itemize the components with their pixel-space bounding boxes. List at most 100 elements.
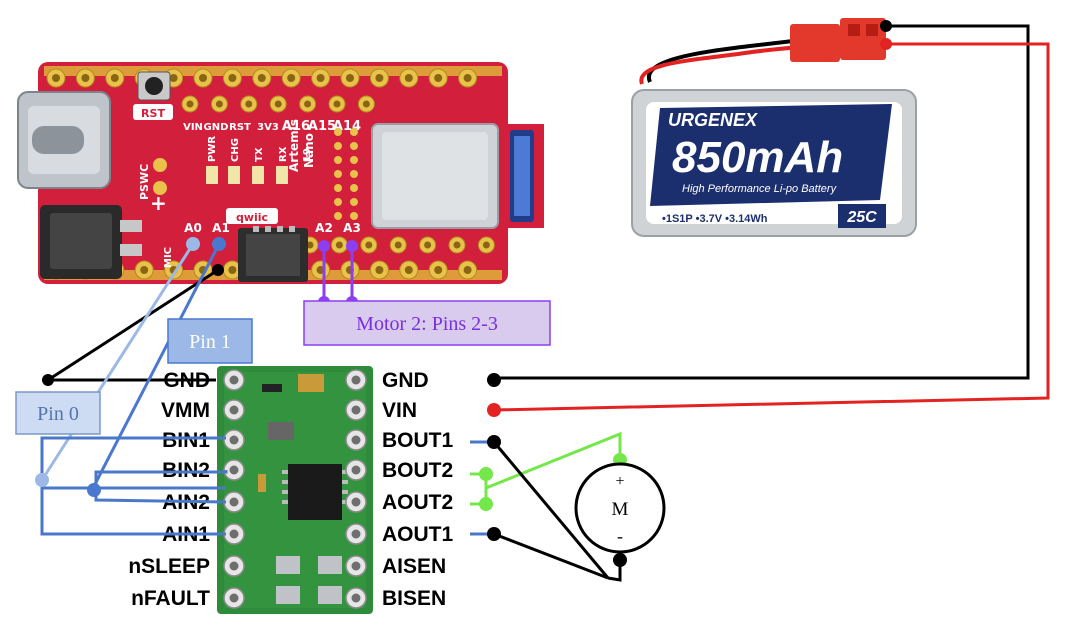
- junction-dot: [487, 403, 501, 417]
- top-pin-label: 3V3: [257, 122, 279, 133]
- driver-left-pin-label: VMM: [161, 399, 210, 422]
- junction-dot: [42, 374, 54, 386]
- pin1-callout-box: [167, 318, 253, 364]
- header-pad-hole: [434, 74, 443, 82]
- header-pad-hole: [169, 74, 178, 82]
- battery-jst-plug: [790, 18, 886, 62]
- board-top-edge: [44, 66, 502, 76]
- driver-pad-hole: [229, 375, 239, 385]
- pin0-callout-text: Pin 0: [37, 403, 79, 425]
- driver-smd: [258, 474, 266, 492]
- pin1-wire: [90, 243, 221, 491]
- header-pad-hole: [81, 74, 90, 82]
- driver-pad-hole: [229, 435, 239, 445]
- top-pin-label: RST: [229, 122, 251, 133]
- driver-chip: [288, 464, 342, 520]
- bin2-wire: [94, 470, 228, 490]
- matrix-pad: [334, 170, 342, 178]
- driver-pad-hole: [351, 497, 361, 507]
- matrix-pad: [334, 142, 342, 150]
- mic-label: MIC: [163, 247, 174, 268]
- driver-smd: [268, 422, 294, 440]
- driver-chip-legs: [282, 470, 348, 504]
- driver-right-pin-label: BOUT2: [382, 459, 453, 482]
- matrix-pad: [350, 142, 358, 150]
- battery-tagline: High Performance Li-po Battery: [682, 183, 838, 195]
- driver-pad-hole: [229, 529, 239, 539]
- rst-badge: [133, 104, 173, 120]
- pswc-label: PSWC: [138, 164, 151, 200]
- battery-label-bg: [650, 104, 892, 206]
- motor2-callout-text: Motor 2: Pins 2-3: [356, 313, 498, 335]
- battery-rating-bg: [838, 204, 886, 228]
- bottom-pin-label: A0: [184, 221, 202, 235]
- header-pad-hole: [228, 74, 237, 82]
- motor2-callout: Motor 2: Pins 2-3: [303, 300, 551, 346]
- qwiic-label: qwiic: [236, 211, 268, 224]
- top-pin-label: A15: [308, 119, 336, 134]
- motor-plus-wire: [485, 431, 622, 490]
- driver-right-pin-label: BISEN: [382, 587, 446, 610]
- pin0-wire: [40, 243, 195, 481]
- junction-dot: [487, 435, 501, 449]
- led-label: RX: [278, 146, 289, 162]
- pin1-callout-text: Pin 1: [189, 331, 231, 353]
- pin1-callout: Pin 1: [167, 318, 253, 364]
- header-pad-hole: [424, 241, 432, 249]
- junction-dot: [479, 497, 493, 511]
- led-label: 19: [302, 148, 313, 162]
- top-pin-label: GND: [204, 122, 229, 133]
- header-pad-hole: [140, 266, 149, 274]
- header-pad-hole: [306, 241, 314, 249]
- top-pin-label: A16: [282, 119, 310, 134]
- matrix-pad: [350, 184, 358, 192]
- usb-c-connector: [17, 91, 111, 189]
- header-pad-hole: [228, 266, 237, 274]
- junction-dot: [880, 20, 892, 32]
- plus-silk: +: [150, 191, 167, 215]
- qwiic-connector: [238, 226, 308, 282]
- header-pad-hole: [404, 266, 413, 274]
- driver-sense-resistor: [276, 556, 300, 574]
- driver-right-pin-label: AISEN: [382, 555, 446, 578]
- driver-pad-hole: [351, 435, 361, 445]
- junction-dot: [479, 467, 493, 481]
- header-pad-hole: [365, 241, 373, 249]
- pswc-pad: [153, 181, 167, 195]
- led-label: CHG: [230, 138, 241, 162]
- motor-body: [574, 462, 666, 554]
- matrix-pad: [350, 212, 358, 220]
- driver-resistor: [262, 384, 282, 392]
- junction-dot: [487, 373, 501, 387]
- top-pin-label: VIN: [183, 122, 203, 133]
- driver-pad-hole: [351, 465, 361, 475]
- pswc-pad: [153, 158, 167, 172]
- junction-dot: [613, 553, 627, 567]
- pin0-callout: Pin 0: [15, 391, 101, 435]
- driver-pin-pads: [223, 369, 367, 609]
- matrix-pad: [334, 212, 342, 220]
- header-pad-hole: [245, 100, 253, 108]
- driver-right-pin-label: GND: [382, 369, 429, 392]
- junction-dot: [880, 38, 892, 50]
- header-pad-hole: [346, 74, 354, 82]
- junction-dot: [318, 240, 330, 252]
- bottom-pin-label: A1: [212, 221, 230, 235]
- header-pad-hole: [52, 74, 60, 82]
- header-pad-hole: [375, 266, 384, 274]
- wiring: [40, 24, 1050, 582]
- header-pad-hole: [482, 241, 490, 249]
- junction-dot: [346, 240, 358, 252]
- driver-left-pin-label: nFAULT: [131, 587, 210, 610]
- driver-pad-hole: [351, 405, 361, 415]
- ain1-wire: [40, 488, 226, 536]
- header-pad-hole: [463, 74, 472, 82]
- rst-label: RST: [141, 107, 165, 120]
- matrix-pad: [350, 156, 358, 164]
- driver-sense-resistor: [318, 586, 342, 604]
- bottom-pin-label: A3: [343, 221, 361, 235]
- led-label: PWR: [207, 136, 218, 162]
